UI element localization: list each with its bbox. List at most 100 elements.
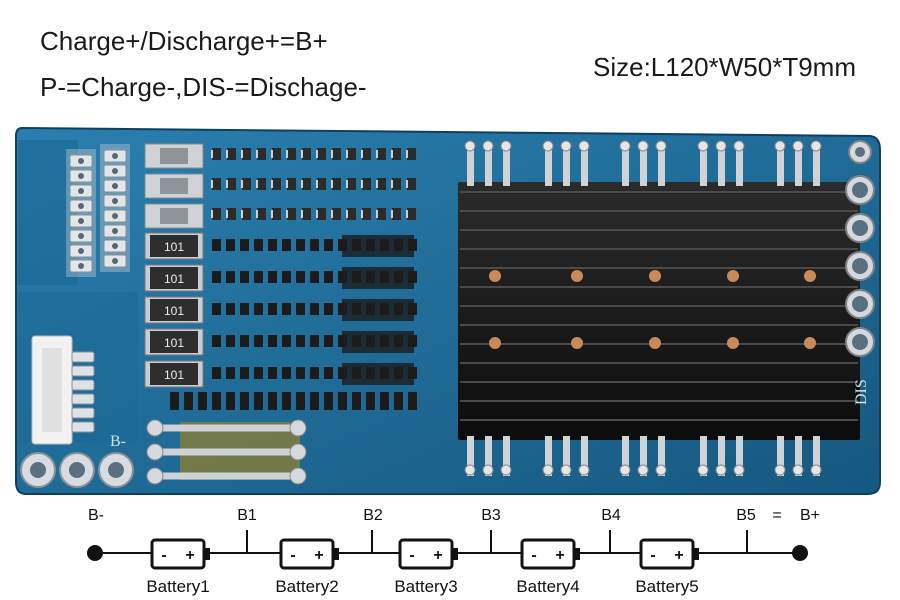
mosfet-leg [467, 142, 474, 186]
smd-part [212, 208, 221, 220]
output-pad-hole [852, 182, 868, 198]
pcb-trace-area [18, 140, 78, 285]
battery-minus-sign: - [290, 547, 295, 564]
smd-part [282, 335, 291, 347]
smd-part [227, 208, 236, 220]
smd-part [257, 208, 266, 220]
mosfet-leg-pad [655, 464, 667, 476]
shunt-pad [146, 419, 164, 437]
pin-hole [78, 233, 84, 239]
smd-part [287, 178, 296, 190]
smd-part [377, 148, 386, 160]
mosfet-leg-pad [560, 140, 572, 152]
smd-lead [361, 210, 363, 218]
smd-part [212, 239, 221, 251]
battery-terminal [452, 548, 458, 560]
node-label-b1: B1 [237, 507, 257, 524]
mosfet-leg [736, 142, 743, 186]
smd-component-rows [144, 143, 416, 229]
smd-part [226, 335, 235, 347]
smd-part [338, 392, 347, 410]
smd-part [272, 208, 281, 220]
connector-pin [71, 365, 95, 377]
driver-chip [342, 299, 414, 321]
smd-part [317, 148, 326, 160]
smd-chip [160, 178, 188, 194]
battery-label: Battery3 [394, 577, 457, 596]
smd-lead [376, 210, 378, 218]
mosfet-leg-pad [464, 464, 476, 476]
smd-part [212, 148, 221, 160]
title-discharge-line: P-=Charge-,DIS-=Dischage- [40, 72, 367, 102]
smd-part [347, 148, 356, 160]
smd-part [212, 367, 221, 379]
smd-part [240, 367, 249, 379]
smd-lead [211, 150, 213, 158]
smd-part [268, 271, 277, 283]
heatsink-screw [489, 337, 501, 349]
heatsink-screw [727, 337, 739, 349]
pin-hole [78, 188, 84, 194]
smd-lead [376, 180, 378, 188]
node-label-b3: B3 [481, 507, 501, 524]
smd-lead [316, 150, 318, 158]
pin-hole [112, 213, 118, 219]
smd-part [184, 392, 193, 410]
mosfet-leg [503, 436, 510, 476]
smd-part [268, 392, 277, 410]
mosfet-leg [581, 142, 588, 186]
smd-part [296, 367, 305, 379]
smd-part [377, 208, 386, 220]
smd-part [362, 148, 371, 160]
mosfet-leg-pad [733, 140, 745, 152]
smd-part [347, 208, 356, 220]
heatsink-screw [489, 270, 501, 282]
smd-part [227, 178, 236, 190]
mosfet-leg [545, 436, 552, 476]
mosfet-leg [718, 436, 725, 476]
smd-part [408, 392, 417, 410]
smd-lead [241, 150, 243, 158]
heatsink-screw [804, 337, 816, 349]
battery-cell-1: -+Battery1 [146, 538, 210, 596]
mosfet-leg-pad [500, 464, 512, 476]
mosfet-leg [813, 142, 820, 186]
battery-cell-5: -+Battery5 [635, 538, 699, 596]
smd-part [407, 208, 416, 220]
battery-body [520, 538, 576, 570]
pin-header-frame [100, 144, 130, 272]
smd-part [257, 148, 266, 160]
smd-part [240, 239, 249, 251]
smd-lead [211, 210, 213, 218]
mosfet-leg [658, 436, 665, 476]
resistor-code: 101 [164, 240, 184, 254]
smd-lead [316, 180, 318, 188]
smd-lead [406, 210, 408, 218]
smd-part [282, 271, 291, 283]
smd-part [362, 208, 371, 220]
mosfet-leg-pad [578, 464, 590, 476]
mosfet-leg-pad [619, 140, 631, 152]
pin-header-left [66, 149, 96, 277]
smd-part [254, 335, 263, 347]
battery-cell-3: -+Battery3 [394, 538, 458, 596]
smd-part [240, 271, 249, 283]
smd-part [332, 148, 341, 160]
pin-hole [112, 153, 118, 159]
mosfet-legs-top [464, 140, 822, 186]
battery-body [150, 538, 206, 570]
output-pads-right [845, 140, 875, 357]
mosfet-leg [777, 142, 784, 186]
smd-part [170, 392, 179, 410]
smd-lead [256, 180, 258, 188]
smd-part [282, 367, 291, 379]
smd-lead [301, 210, 303, 218]
connector-pin [71, 407, 95, 419]
battery-label: Battery5 [635, 577, 698, 596]
smd-part [317, 208, 326, 220]
mosfet-leg [563, 436, 570, 476]
smd-lead [406, 180, 408, 188]
smd-part [268, 239, 277, 251]
smd-part [242, 208, 251, 220]
